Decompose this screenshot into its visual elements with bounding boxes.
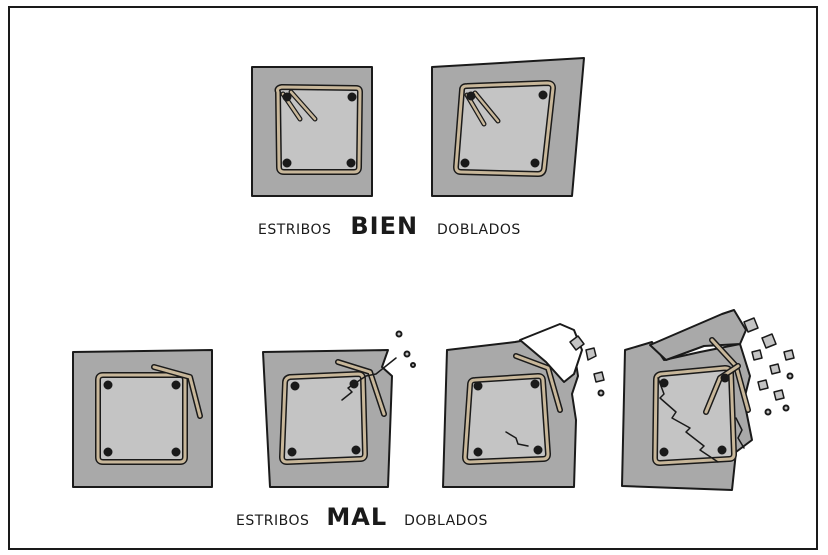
caption-good-pre: ESTRIBOS: [258, 222, 332, 238]
column-bad-2: [262, 330, 416, 488]
column-bad-3: [442, 323, 605, 488]
caption-bad: ESTRIBOS MAL DOBLADOS: [236, 503, 488, 531]
column-good-1: [251, 66, 373, 197]
column-bad-4: [621, 309, 795, 491]
caption-good-post: DOBLADOS: [437, 222, 521, 238]
column-good-2: [431, 57, 585, 197]
caption-bad-post: DOBLADOS: [404, 513, 488, 529]
caption-bad-emph: MAL: [326, 503, 388, 531]
caption-bad-pre: ESTRIBOS: [236, 513, 310, 529]
caption-good: ESTRIBOS BIEN DOBLADOS: [258, 212, 521, 240]
column-bad-1: [72, 349, 213, 488]
caption-good-emph: BIEN: [350, 212, 419, 240]
